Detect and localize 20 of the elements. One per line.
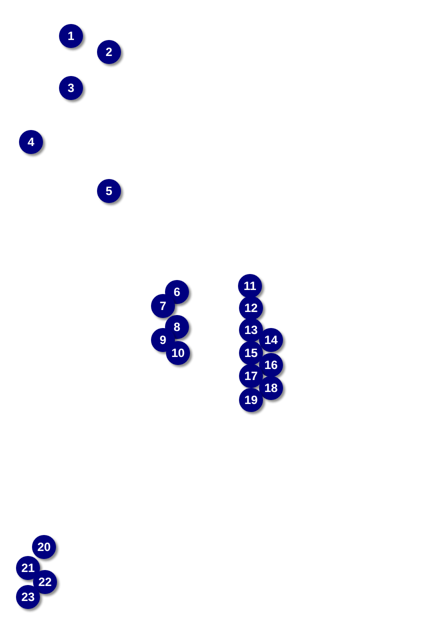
callout-number: 1	[59, 24, 83, 48]
callout-number: 18	[259, 376, 283, 400]
callout-number: 2	[97, 40, 121, 64]
callout-number: 10	[166, 341, 190, 365]
callout-number: 19	[239, 388, 263, 412]
callout-number: 22	[33, 570, 57, 594]
callout-number: 23	[16, 585, 40, 609]
callout-number: 12	[239, 296, 263, 320]
callout-number: 15	[239, 341, 263, 365]
callout-number: 17	[239, 364, 263, 388]
callout-number: 20	[32, 535, 56, 559]
callout-number: 11	[238, 274, 262, 298]
callout-number: 13	[239, 318, 263, 342]
callout-number: 3	[59, 76, 83, 100]
callout-number: 7	[151, 294, 175, 318]
callout-number: 5	[97, 179, 121, 203]
callout-number: 4	[19, 130, 43, 154]
callout-number: 14	[259, 328, 283, 352]
callout-number: 21	[16, 556, 40, 580]
callout-number: 16	[259, 353, 283, 377]
